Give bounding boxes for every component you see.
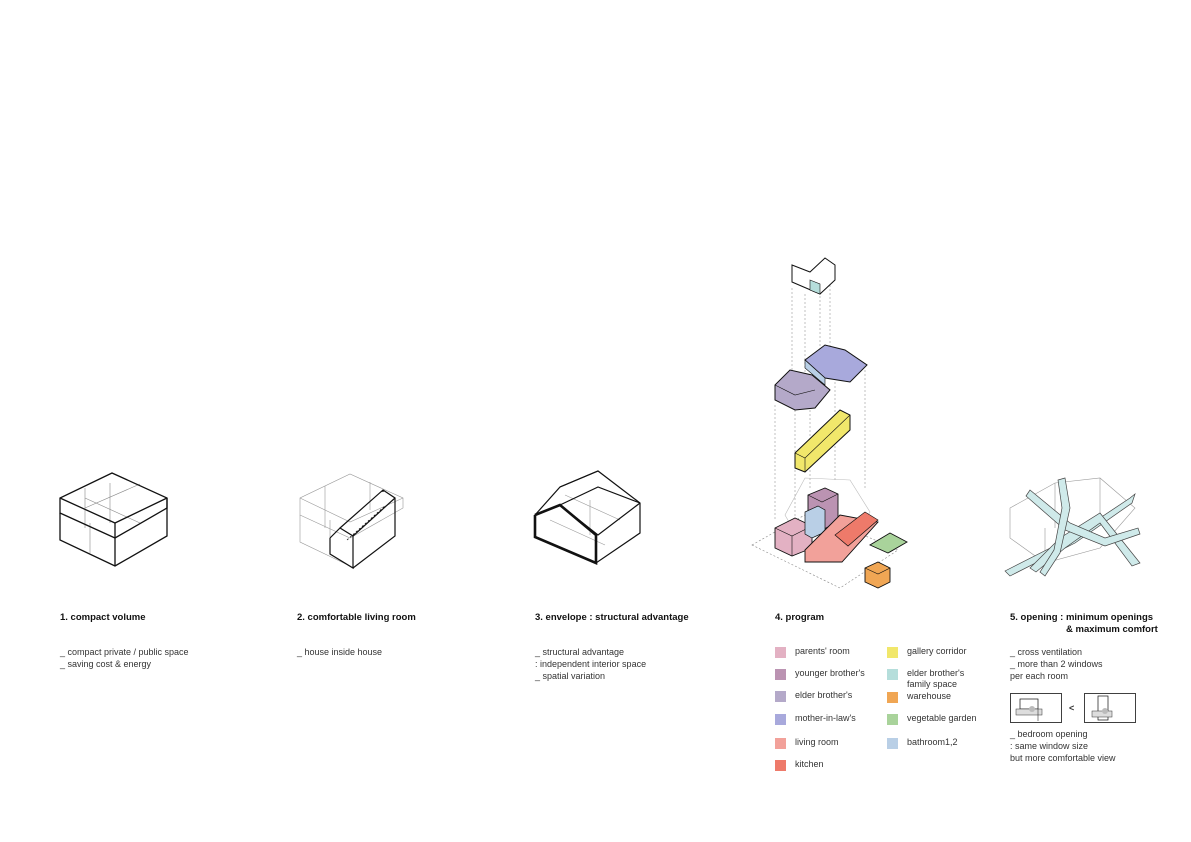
legend-swatch	[887, 692, 898, 703]
panel-5-line-5: : same window size	[1010, 741, 1089, 751]
living-room-diagram	[299, 473, 404, 570]
legend-label-line-2: family space	[907, 679, 958, 689]
legend-label: bathroom1,2	[907, 737, 958, 747]
panel-3-line-1: _ structural advantage	[535, 647, 625, 657]
legend-label: gallery corridor	[907, 646, 967, 656]
legend-label: kitchen	[795, 759, 824, 769]
compact-volume-diagram	[59, 472, 168, 567]
panel-5-title: 5. opening : minimum openings	[1010, 612, 1154, 623]
legend-label: elder brother's	[795, 690, 853, 700]
compare-symbol: <	[1069, 703, 1075, 713]
legend-swatch	[775, 738, 786, 749]
panel-3-line-3: _ spatial variation	[535, 671, 606, 681]
panel-5-line-4: _ bedroom opening	[1010, 729, 1088, 739]
panel-1-line-1: _ compact private / public space	[60, 647, 189, 657]
legend-label: elder brother's	[907, 668, 965, 678]
legend-label: parents' room	[795, 646, 850, 656]
envelope-diagram	[533, 470, 641, 565]
legend-label: mother-in-law's	[795, 713, 856, 723]
panel-5-line-6: but more comfortable view	[1010, 753, 1116, 763]
panel-5-title-2: & maximum comfort	[1066, 624, 1158, 635]
opening-ventilation-diagram	[1004, 477, 1141, 577]
legend-swatch	[887, 647, 898, 658]
legend-swatch	[775, 714, 786, 725]
legend-swatch	[887, 669, 898, 680]
legend-swatch	[775, 691, 786, 702]
panel-3-title: 3. envelope : structural advantage	[535, 612, 689, 623]
legend-swatch	[775, 669, 786, 680]
panel-3-line-2: : independent interior space	[535, 659, 647, 669]
legend-label: vegetable garden	[907, 713, 977, 723]
panel-2-line-1: _ house inside house	[297, 647, 383, 657]
legend-swatch	[775, 647, 786, 658]
legend-swatch	[887, 714, 898, 725]
panel-5-line-2: _ more than 2 windows	[1010, 659, 1103, 669]
panel-2-title: 2. comfortable living room	[297, 612, 416, 623]
panel-1-title: 1. compact volume	[60, 612, 146, 623]
legend-label: living room	[795, 737, 839, 747]
legend-swatch	[775, 760, 786, 771]
legend-swatch	[887, 738, 898, 749]
legend-label: warehouse	[907, 691, 952, 701]
legend-label: younger brother's	[795, 668, 865, 678]
panel-5-line-1: _ cross ventilation	[1010, 647, 1083, 657]
panel-4-title: 4. program	[775, 612, 825, 623]
window-compare-right-icon	[1084, 693, 1136, 723]
program-exploded-diagram	[751, 257, 908, 589]
panel-1-line-2: _ saving cost & energy	[60, 659, 152, 669]
panel-5-line-3: per each room	[1010, 671, 1069, 681]
window-compare-left-icon	[1010, 693, 1062, 723]
